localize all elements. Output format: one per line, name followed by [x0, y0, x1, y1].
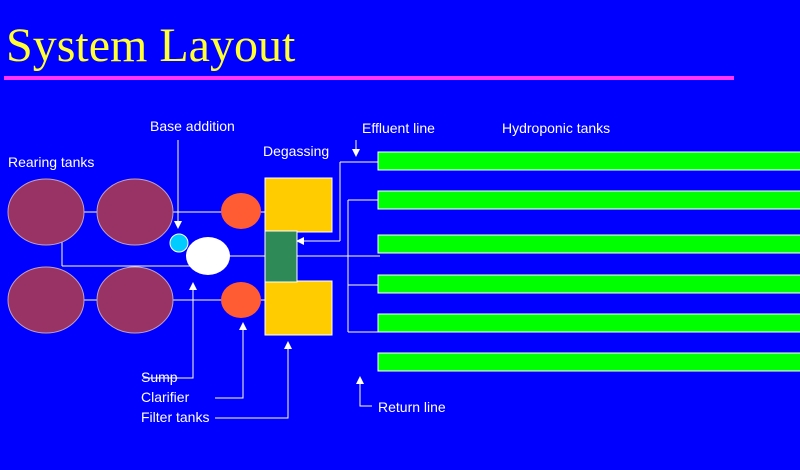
rearing-tank-4 — [96, 266, 174, 334]
rearing-tank-2 — [96, 178, 174, 246]
sump-arrow — [143, 282, 197, 379]
clarifier-top — [221, 193, 261, 229]
hydroponic-tank-4 — [377, 274, 800, 294]
filter-tank-bottom — [264, 280, 333, 336]
filter-tanks-arrow — [215, 341, 292, 419]
base-addition-vessel — [169, 233, 189, 253]
title-underline — [4, 76, 734, 80]
slide-title: System Layout — [6, 19, 296, 72]
rearing-tanks-label: Rearing tanks — [8, 154, 94, 170]
callout-arrows — [143, 140, 372, 419]
hydroponic-tank-1 — [377, 151, 800, 171]
sump — [186, 237, 230, 275]
effluent-line-label: Effluent line — [362, 120, 435, 136]
hydroponic-tank-3 — [377, 234, 800, 254]
hydroponic-tanks-label: Hydroponic tanks — [502, 120, 610, 136]
hydroponic-tank-5 — [377, 313, 800, 333]
rearing-tanks — [7, 178, 174, 334]
degassing-column — [264, 230, 298, 283]
return-line-label: Return line — [378, 399, 446, 415]
degassing-label: Degassing — [263, 143, 329, 159]
filter-tank-top — [264, 177, 333, 233]
clarifier-arrow — [215, 322, 247, 399]
return-line-arrow — [356, 376, 372, 407]
hydroponic-tanks — [377, 151, 800, 372]
sump-label: Sump — [141, 369, 178, 385]
clarifier-bottom — [221, 282, 261, 318]
rearing-tank-3 — [7, 266, 85, 334]
hydroponic-tank-2 — [377, 190, 800, 210]
filter-tanks-label: Filter tanks — [141, 409, 209, 425]
clarifier-label: Clarifier — [141, 389, 190, 405]
hydroponic-tank-6 — [377, 352, 800, 372]
base-addition-label: Base addition — [150, 118, 235, 134]
rearing-tank-1 — [7, 178, 85, 246]
